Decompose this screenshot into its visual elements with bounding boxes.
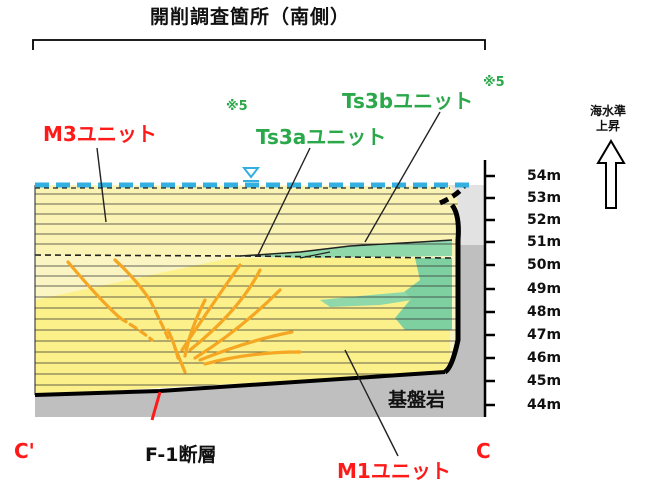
sea-level-line2: 上昇 — [595, 119, 620, 133]
elevation-label: 45m — [527, 373, 562, 389]
excavation-wall — [443, 203, 461, 375]
elevation-label: 51m — [527, 234, 562, 250]
sea-level-line1: 海水準 — [589, 104, 626, 118]
ts3a-unit-label: Ts3aユニット — [256, 125, 387, 149]
m1-unit-label: M1ユニット — [337, 459, 451, 483]
elevation-label: 46m — [527, 350, 562, 366]
f1-fault-trace — [150, 391, 162, 421]
f1-fault-label: F-1断層 — [145, 444, 217, 466]
section-end-right: C — [476, 439, 491, 463]
elevation-label: 48m — [527, 304, 562, 320]
elevation-scale — [483, 160, 495, 417]
water-level-icon — [241, 167, 261, 185]
up-arrow-icon — [596, 139, 626, 209]
sea-level-rise-label: 海水準 上昇 — [578, 104, 638, 134]
ts3b-unit-label: Ts3bユニット — [342, 89, 474, 113]
elevation-label: 44m — [527, 397, 562, 413]
ts3b-wedge — [240, 240, 452, 258]
elevation-label: 52m — [527, 212, 562, 228]
elevation-label: 49m — [527, 281, 562, 297]
elevation-label: 53m — [527, 190, 562, 206]
ts3b-note: ※5 — [483, 75, 505, 90]
title-bracket — [32, 39, 486, 50]
excavation-wall-dashed — [438, 184, 467, 206]
fractures — [66, 258, 302, 374]
ts3a-note: ※5 — [226, 99, 248, 114]
section-title: 開削調査箇所（南側） — [150, 6, 351, 28]
elevation-label: 54m — [527, 168, 562, 184]
base-unconformity — [34, 370, 446, 397]
section-end-left: C' — [14, 439, 35, 463]
leader-lines — [96, 111, 441, 457]
elevation-label: 50m — [527, 257, 562, 273]
elevation-label: 47m — [527, 327, 562, 343]
m1-yellow-zone — [35, 258, 450, 395]
m3-unit-label: M3ユニット — [43, 122, 157, 146]
ts3-tongue — [320, 292, 412, 307]
bedrock-label: 基盤岩 — [388, 389, 446, 411]
